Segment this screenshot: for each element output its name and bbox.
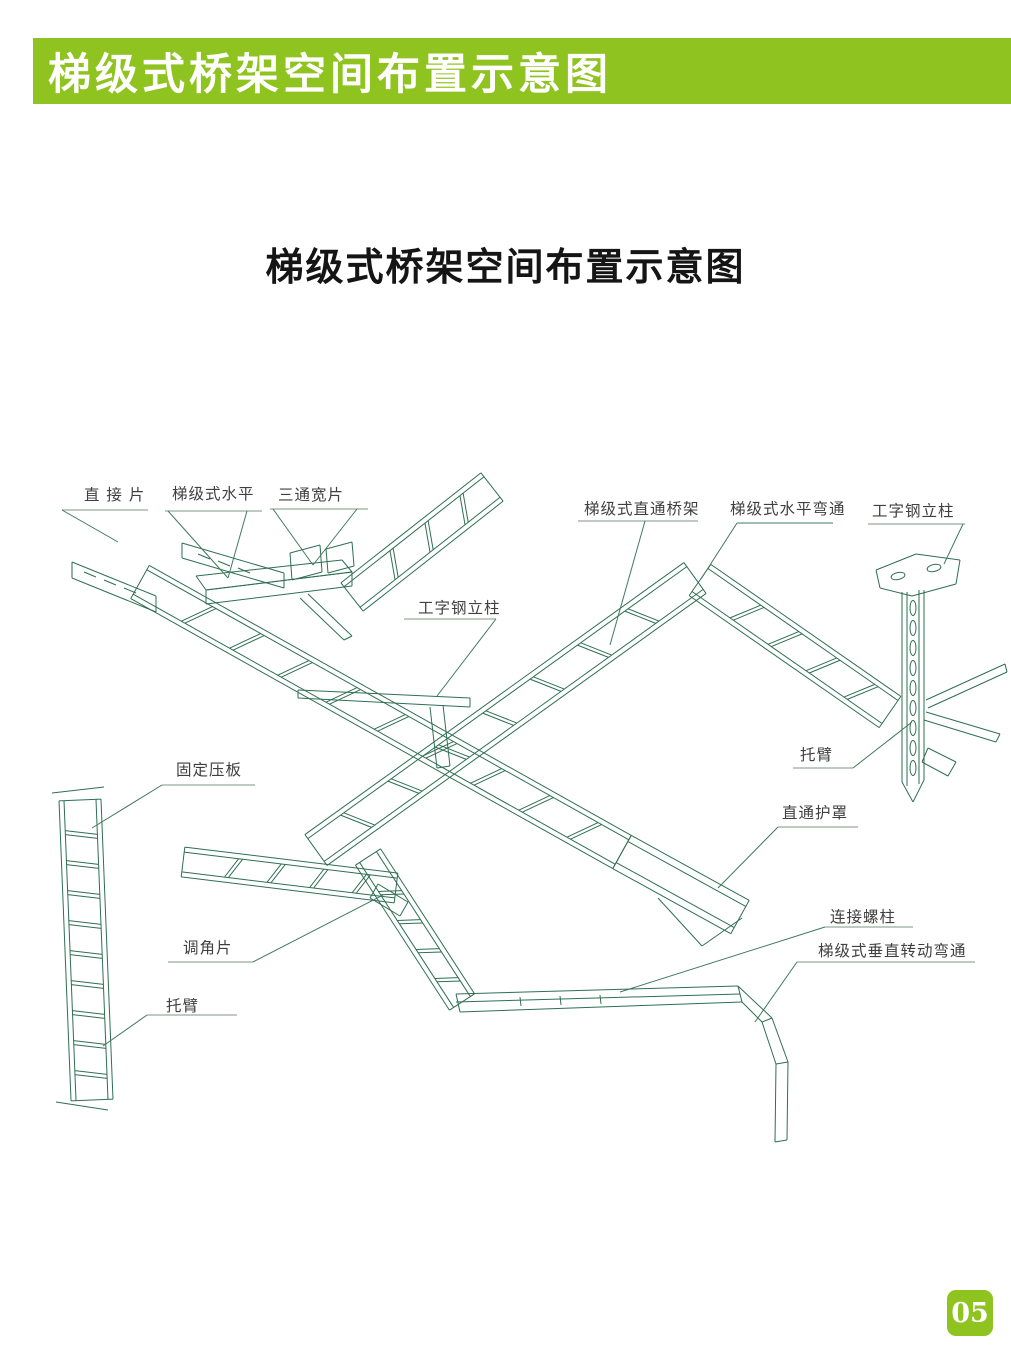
diagram-labels: 直 接 片 梯级式水平 三通宽片 梯级式直通桥架 梯级式水平弯通 工字钢立柱 工… (84, 485, 967, 1015)
label-straight-cover: 直通护罩 (782, 804, 848, 822)
label-ladder-horizontal: 梯级式水平 (172, 485, 255, 503)
label-bracket-arm-right: 托臂 (800, 746, 833, 764)
label-fixing-plate: 固定压板 (176, 761, 242, 779)
diagram-title: 梯级式桥架空间布置示意图 (265, 245, 746, 289)
page-header-bar: 梯级式桥架空间布置示意图 (33, 38, 1011, 104)
label-ladder-straight-tray: 梯级式直通桥架 (584, 500, 700, 518)
label-connecting-stud: 连接螺柱 (830, 908, 896, 926)
label-i-beam-column-mid: 工字钢立柱 (418, 599, 501, 617)
label-direct-connector: 直 接 片 (84, 486, 145, 504)
page-header-title: 梯级式桥架空间布置示意图 (48, 50, 612, 100)
page-number-badge: 05 (947, 1290, 993, 1336)
label-angle-adjust-piece: 调角片 (183, 939, 233, 957)
diagram-artwork (51, 472, 1008, 1143)
label-i-beam-column-right: 工字钢立柱 (872, 502, 955, 520)
label-ladder-horizontal-bend: 梯级式水平弯通 (730, 500, 846, 518)
label-tee-wide-piece: 三通宽片 (278, 486, 344, 504)
label-ladder-vertical-rotating-bend: 梯级式垂直转动弯通 (818, 942, 967, 960)
label-bracket-arm-left: 托臂 (166, 997, 199, 1015)
